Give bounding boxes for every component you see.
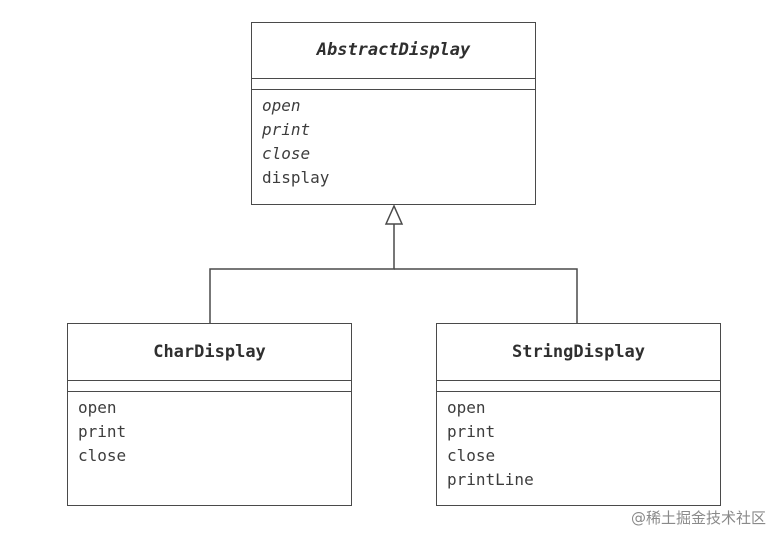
watermark: @稀土掘金技术社区 [630, 509, 766, 527]
inheritance-arrowhead [384, 204, 404, 225]
attributes-compartment [68, 380, 351, 392]
class-string-display: StringDisplay open print close printLine [436, 323, 721, 506]
class-name: StringDisplay [511, 342, 646, 362]
inheritance-line-string [394, 268, 578, 323]
method-display: display [262, 168, 330, 187]
methods-compartment: open print close display [252, 90, 535, 190]
attributes-compartment [252, 78, 535, 90]
class-char-display: CharDisplay open print close [67, 323, 352, 506]
methods-compartment: open print close [68, 392, 351, 468]
method-print: print [262, 120, 311, 139]
inheritance-line-char [209, 224, 395, 323]
class-abstract-display: AbstractDisplay open print close display [251, 22, 536, 205]
methods-compartment: open print close printLine [437, 392, 720, 492]
method-open: open [262, 96, 301, 115]
method-print: print [78, 422, 127, 441]
method-open: open [78, 398, 117, 417]
method-close: close [78, 446, 127, 465]
method-print-line: printLine [447, 470, 534, 489]
attributes-compartment [437, 380, 720, 392]
class-name: AbstractDisplay [316, 40, 471, 60]
method-close: close [262, 144, 311, 163]
method-close: close [447, 446, 496, 465]
class-name: CharDisplay [153, 342, 266, 362]
method-open: open [447, 398, 486, 417]
method-print: print [447, 422, 496, 441]
